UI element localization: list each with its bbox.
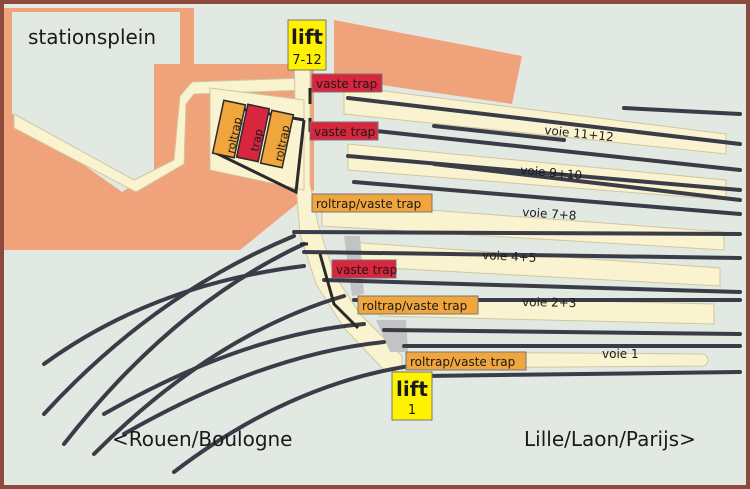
station-building (4, 8, 314, 250)
elevator-icon: lift 7-12 (287, 19, 327, 71)
escalator-left-box (211, 99, 247, 159)
track-upper-4 (346, 154, 742, 192)
track-curve-6 (42, 264, 306, 366)
stair-label-5: roltrap/vaste trap (357, 295, 479, 315)
track-curve-5 (102, 322, 366, 416)
stairs-middle-box (235, 103, 271, 163)
station-plan: roltrap trap roltrap vaste trap vaste tr… (4, 8, 742, 474)
main-corridor (293, 33, 403, 373)
stair-label-6: roltrap/vaste trap (405, 351, 527, 371)
escalator-right-box (259, 109, 295, 169)
track-mid-5 (382, 328, 742, 336)
svg-text:roltrap/vaste trap: roltrap/vaste trap (410, 355, 515, 369)
square-label: stationsplein (28, 25, 156, 49)
lift-1-platforms: 1 (408, 403, 416, 418)
svg-text:vaste trap: vaste trap (314, 125, 375, 139)
track-upper-5 (432, 162, 742, 202)
lift-7-12-platforms: 7-12 (292, 53, 322, 68)
platform-label-2-3: voie 2+3 (522, 295, 577, 310)
lift-1-box (391, 371, 433, 421)
track-mid-2 (302, 250, 742, 260)
hall-escalators: roltrap trap roltrap (211, 99, 295, 169)
svg-text:roltrap/vaste trap: roltrap/vaste trap (362, 299, 467, 313)
lift-1-word: lift (396, 377, 428, 401)
stair-label-1: vaste trap (311, 73, 383, 93)
track-curve-4 (122, 340, 386, 436)
track-mid-1 (292, 230, 742, 236)
track-upper-2 (346, 126, 742, 172)
track-upper-3 (432, 106, 742, 142)
platform-label-7-8: voie 7+8 (522, 205, 577, 223)
east-direction-label: Lille/Laon/Parijs> (524, 427, 696, 451)
lift-7-12-word: lift (291, 25, 323, 49)
track-curve-7 (172, 362, 426, 474)
track-upper-1 (346, 96, 742, 146)
track-lower-2 (422, 370, 742, 378)
stair-label-2: vaste trap (309, 121, 379, 141)
platform-label-9-10: voie 9+10 (520, 163, 583, 182)
track-curve-3 (92, 294, 346, 456)
track-upper-6 (352, 180, 742, 216)
hall-stairs-label: trap (248, 128, 265, 153)
platform-label-4-5: voie 4+5 (482, 248, 537, 265)
platform-7-8 (321, 201, 725, 251)
west-direction-label: <Rouen/Boulogne (112, 427, 293, 451)
platform-label-1: voie 1 (602, 347, 639, 361)
track-curve-1 (62, 242, 306, 446)
svg-text:vaste trap: vaste trap (316, 77, 377, 91)
svg-text:vaste trap: vaste trap (336, 263, 397, 277)
elevator-icon: lift 1 (391, 371, 433, 421)
tracks (42, 96, 742, 474)
lift-7-12-box (287, 19, 327, 71)
track-curve-2 (42, 234, 296, 416)
svg-text:roltrap/vaste trap: roltrap/vaste trap (316, 197, 421, 211)
stair-labels: vaste trap vaste trap roltrap/vaste trap… (309, 73, 527, 371)
track-mid-3 (322, 278, 742, 294)
stair-label-4: vaste trap (331, 259, 397, 279)
stair-label-3: roltrap/vaste trap (311, 193, 433, 213)
